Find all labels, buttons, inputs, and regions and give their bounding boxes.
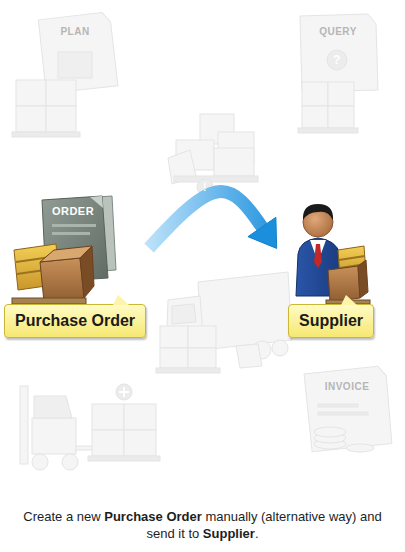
plan-icon <box>12 12 118 137</box>
caption: Create a new Purchase Order manually (al… <box>14 508 391 542</box>
icon-label: PLAN <box>60 26 89 37</box>
callout-text: Purchase Order <box>15 312 135 330</box>
supplier-icon <box>296 204 370 304</box>
pallet-icon <box>168 114 258 195</box>
flow-arrow <box>149 192 262 248</box>
callout-box: Supplier <box>288 304 374 338</box>
arrow-head <box>248 217 277 248</box>
invoice-icon <box>304 366 392 452</box>
callout-node: Supplier <box>284 192 377 338</box>
icon-label: INVOICE <box>325 381 370 392</box>
callout-box: Purchase Order <box>4 304 146 338</box>
order-icon <box>12 196 116 304</box>
icon-label: QUERY <box>319 26 357 37</box>
callout-text: Supplier <box>299 312 363 330</box>
truck-icon <box>156 272 292 373</box>
query-icon <box>298 14 378 133</box>
icon-label: ? <box>333 53 341 67</box>
forklift-icon <box>20 384 160 470</box>
icon-label: ORDER <box>52 205 94 217</box>
icon-label: ! <box>203 182 207 193</box>
